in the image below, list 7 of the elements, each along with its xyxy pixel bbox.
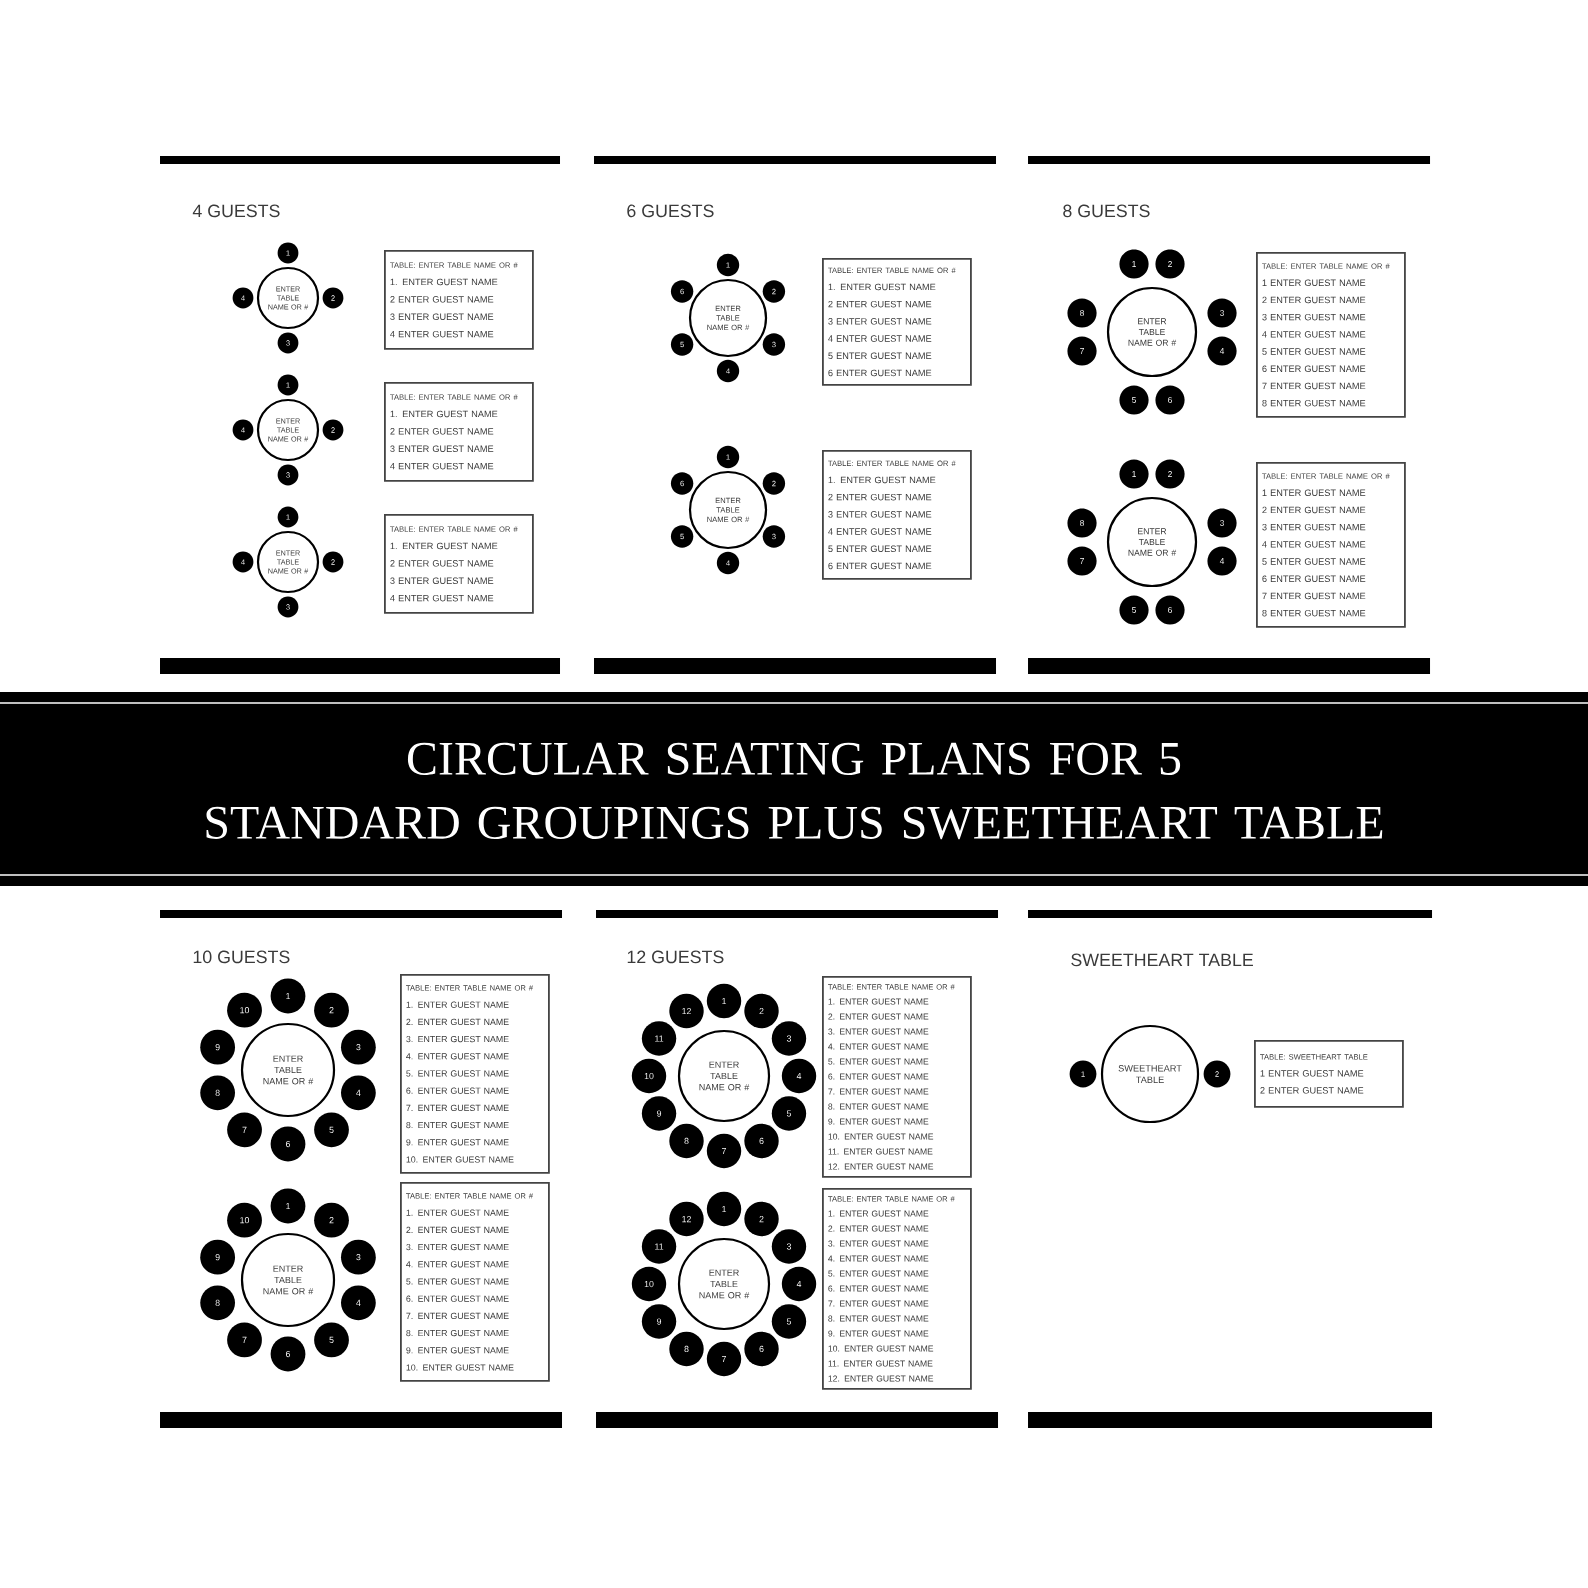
page-heading: SWEETHEART TABLE: [1071, 953, 1253, 967]
title-banner: CIRCULAR SEATING PLANS FOR 5 STANDARD GROUPINGS PLUS SWEETHEART TABLE: [0, 692, 1588, 886]
page-heading: 12 GUESTS: [627, 950, 724, 964]
page-heading: 10 GUESTS: [193, 950, 290, 964]
page-heading: 4 GUESTS: [192, 204, 280, 218]
page-heading: 8 GUESTS: [1063, 204, 1150, 218]
page-heading: 6 GUESTS: [627, 204, 714, 218]
